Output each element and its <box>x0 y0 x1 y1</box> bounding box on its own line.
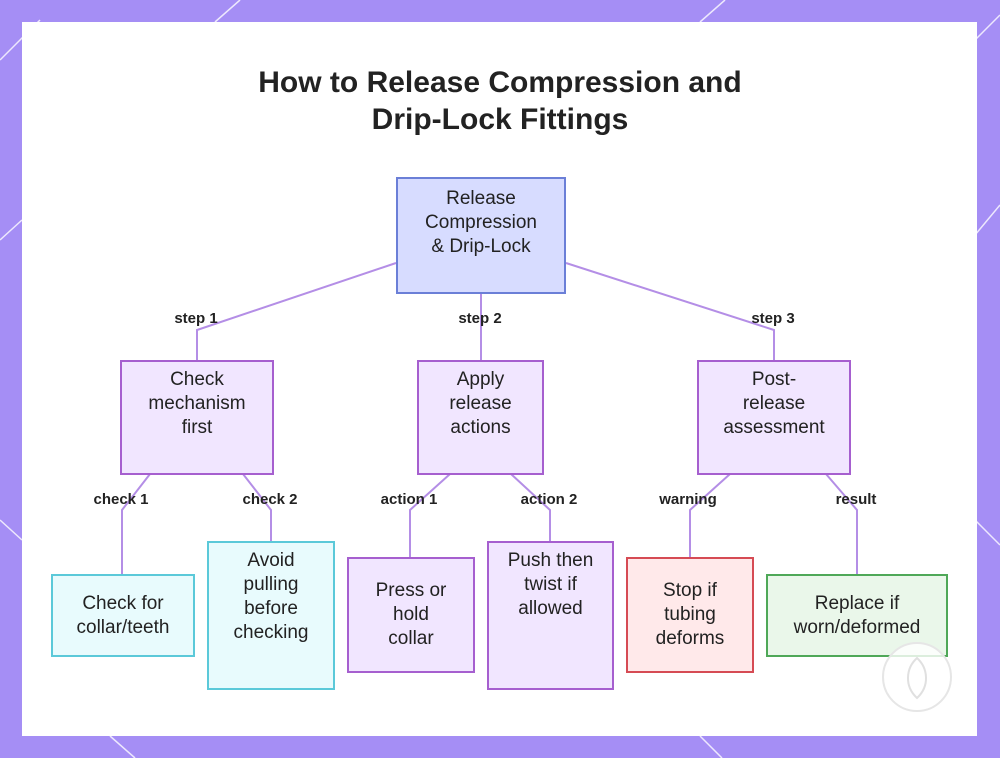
node-apply-release-line-3: actions <box>450 417 511 438</box>
node-post-release-line-2: release <box>742 393 806 414</box>
node-check-mechanism-line-2: mechanism <box>148 393 246 414</box>
node-press-hold: Press or hold collar <box>347 557 475 673</box>
node-stop-deforms: Stop if tubing deforms <box>626 557 754 673</box>
node-avoid-pulling-line-4: checking <box>233 622 309 643</box>
node-avoid-pulling-line-3: before <box>244 598 298 619</box>
node-push-twist: Push then twist if allowed <box>487 541 614 690</box>
node-avoid-pulling-line-1: Avoid <box>247 550 295 571</box>
node-root-line-1: Release <box>446 188 516 209</box>
node-check-collar-line-1: Check for <box>82 592 164 614</box>
node-check-collar-line-2: collar/teeth <box>76 616 170 638</box>
node-stop-deforms-line-1: Stop if <box>663 580 717 601</box>
node-stop-deforms-line-3: deforms <box>655 628 725 649</box>
node-apply-release-line-1: Apply <box>456 369 505 390</box>
edge-root-step3 <box>565 262 775 360</box>
node-push-twist-line-2: twist if <box>524 574 577 595</box>
node-replace-worn-line-2: worn/deformed <box>793 616 921 638</box>
node-post-release: Post- release assessment <box>697 360 851 475</box>
edge-action1 <box>409 473 451 557</box>
node-root-line-3: & Drip-Lock <box>431 236 531 257</box>
edge-root-step1 <box>196 262 397 360</box>
node-push-twist-line-3: allowed <box>518 598 583 619</box>
edge-action2 <box>510 473 551 541</box>
node-post-release-line-1: Post- <box>751 369 797 390</box>
node-root-line-2: Compression <box>425 212 537 233</box>
edge-label-check1: check 1 <box>93 491 149 508</box>
edge-label-step3: step 3 <box>751 310 795 327</box>
node-avoid-pulling: Avoid pulling before checking <box>207 541 335 690</box>
edge-label-step1: step 1 <box>174 310 218 327</box>
diagram-title: How to Release Compression and Drip-Lock… <box>0 64 1000 138</box>
edge-label-check2: check 2 <box>242 491 298 508</box>
edge-label-warning: warning <box>659 491 717 508</box>
node-press-hold-line-1: Press or <box>375 580 447 601</box>
edge-label-action1: action 1 <box>380 491 438 508</box>
node-apply-release: Apply release actions <box>417 360 544 475</box>
node-post-release-line-3: assessment <box>723 417 825 438</box>
node-stop-deforms-line-2: tubing <box>664 604 716 625</box>
edge-label-step2: step 2 <box>458 310 502 327</box>
edge-check1 <box>121 473 151 574</box>
node-press-hold-line-3: collar <box>388 628 434 649</box>
edge-result <box>825 473 858 574</box>
node-check-mechanism-line-3: first <box>181 417 213 438</box>
node-check-mechanism-line-1: Check <box>170 369 224 390</box>
node-apply-release-line-2: release <box>449 393 512 414</box>
edge-label-result: result <box>835 491 877 508</box>
edge-label-action2: action 2 <box>520 491 578 508</box>
node-check-mechanism: Check mechanism first <box>120 360 274 475</box>
title-line-1: How to Release Compression and <box>258 66 742 99</box>
leaf-logo-icon <box>882 642 952 712</box>
edge-check2 <box>242 473 272 541</box>
node-avoid-pulling-line-2: pulling <box>243 574 299 595</box>
edge-warning <box>689 473 731 557</box>
title-line-2: Drip-Lock Fittings <box>371 103 629 136</box>
node-press-hold-line-2: hold <box>393 604 429 625</box>
node-push-twist-line-1: Push then <box>507 550 594 571</box>
leaf-logo-shape <box>907 656 927 700</box>
node-root: Release Compression & Drip-Lock <box>396 177 566 294</box>
node-check-collar: Check for collar/teeth <box>51 574 195 657</box>
node-replace-worn-line-1: Replace if <box>814 592 900 614</box>
